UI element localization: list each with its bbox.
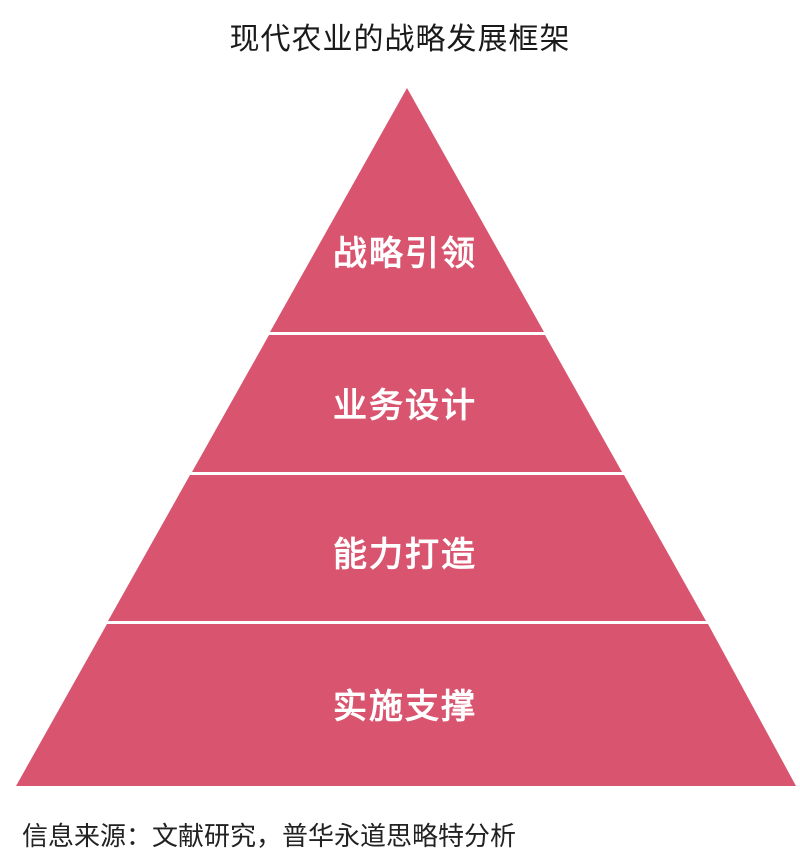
diagram-title: 现代农业的战略发展框架 xyxy=(229,22,571,57)
tier-label-4: 实施支撑 xyxy=(333,687,477,727)
tier-label-1: 战略引领 xyxy=(333,234,477,274)
pyramid-tier-2 xyxy=(192,335,622,472)
pyramid-tier-4 xyxy=(16,624,796,786)
pyramid-tier-3 xyxy=(108,475,706,621)
tier-label-2: 业务设计 xyxy=(333,386,477,426)
source-note: 信息来源：文献研究，普华永道思略特分析 xyxy=(22,822,517,852)
tier-label-3: 能力打造 xyxy=(333,535,477,575)
pyramid-tier-1 xyxy=(270,88,544,332)
